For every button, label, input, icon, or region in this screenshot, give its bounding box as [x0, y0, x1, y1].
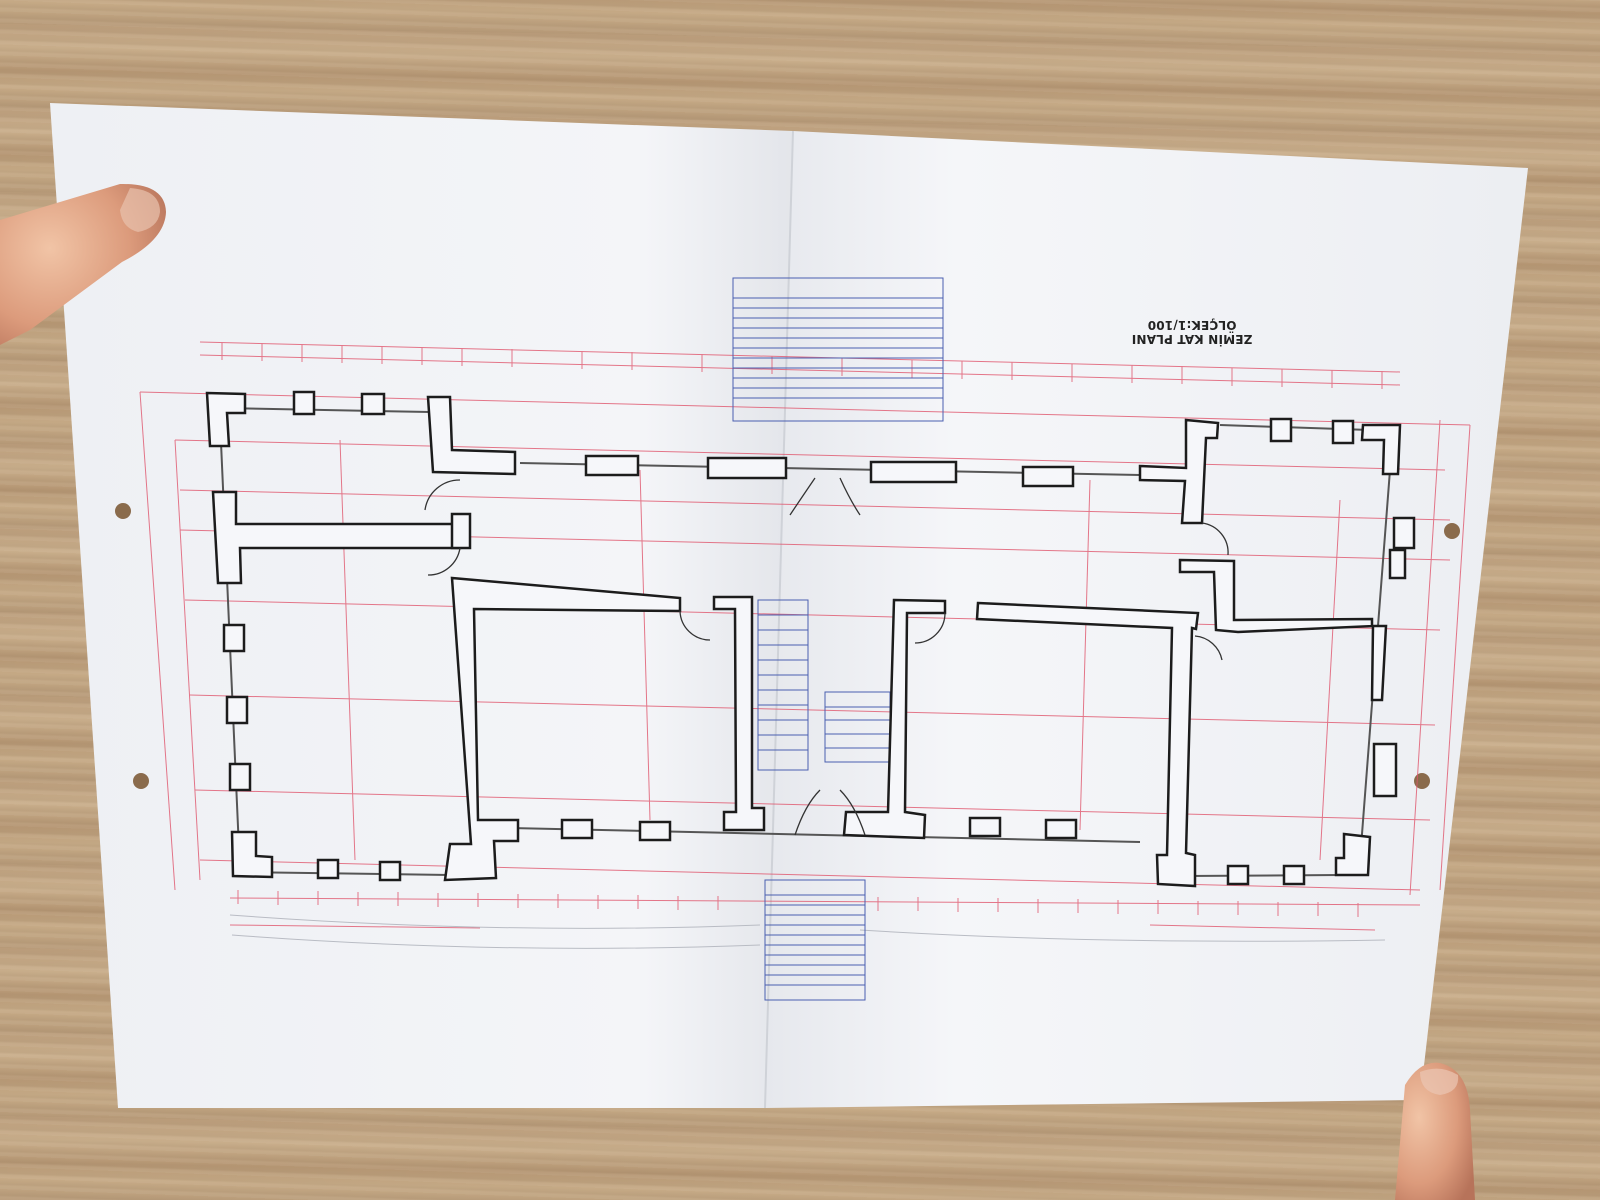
door-swings [424, 477, 1229, 836]
stairs [732, 277, 944, 1001]
plan-title: ZEMİN KAT PLANI ÖLÇEK:1/100 [1131, 318, 1253, 346]
left-hand-thumb [0, 183, 166, 345]
page-curve-lines [229, 914, 1386, 949]
walls [205, 390, 1416, 888]
right-hand-finger [1395, 1062, 1475, 1200]
paper-sheet [50, 103, 1528, 1109]
